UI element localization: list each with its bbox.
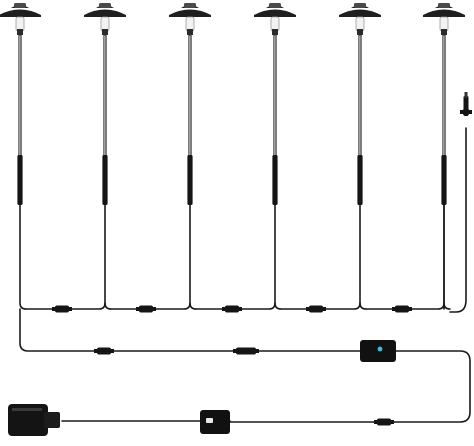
- stake-highlight: [189, 36, 191, 156]
- lamp-cap-knob: [438, 3, 450, 8]
- lamp-cap: [254, 9, 296, 17]
- extension-plug-body: [463, 96, 469, 116]
- stake-sleeve: [187, 155, 193, 205]
- chain-connector: [306, 305, 326, 313]
- lamp-cap-knob: [99, 3, 111, 8]
- lamp-cap-knob: [184, 3, 196, 8]
- led-bulb: [15, 16, 25, 32]
- power-adapter: [8, 404, 60, 436]
- control-button-icon: [206, 418, 213, 423]
- adapter-body: [8, 404, 48, 436]
- chain-cable: [110, 302, 191, 310]
- bulb-base: [17, 29, 23, 35]
- main-connector: [94, 347, 114, 355]
- chain-cable: [25, 302, 106, 310]
- lamp-lead-cable: [189, 204, 197, 310]
- lamp-lead-cable: [104, 204, 112, 310]
- lamp-lead-cable: [443, 204, 451, 310]
- lamp-cap: [169, 9, 211, 17]
- bulb-base: [187, 29, 193, 35]
- lamp-lead-cable: [359, 204, 367, 310]
- cable-network: [19, 127, 471, 423]
- bottom-connector: [374, 418, 394, 426]
- bulb-base: [441, 29, 447, 35]
- control-box-body: [200, 410, 230, 434]
- bulb-base: [272, 29, 278, 35]
- stake-highlight: [443, 36, 445, 156]
- lamp-cap-knob: [354, 3, 366, 8]
- bulb-base: [357, 29, 363, 35]
- stake-sleeve: [357, 155, 363, 205]
- led-bulb: [355, 16, 365, 32]
- extension-cable: [449, 127, 467, 313]
- stake-highlight: [19, 36, 21, 156]
- led-bulb: [185, 16, 195, 32]
- led-bulb: [100, 16, 110, 32]
- lamp-cap: [0, 9, 41, 17]
- stake-highlight: [104, 36, 106, 156]
- led-bulb: [439, 16, 449, 32]
- receiver-body: [360, 340, 396, 362]
- extension-plug-tip: [464, 92, 468, 98]
- lamp-lead-cable: [19, 204, 27, 310]
- path-light: [339, 3, 381, 205]
- lamp-cap-knob: [14, 3, 26, 8]
- lamp-cap: [84, 9, 126, 17]
- lamp-lead-cable: [274, 204, 282, 310]
- lamp-cap: [339, 9, 381, 17]
- adapter-highlight: [12, 408, 42, 411]
- receiver-led-icon: [377, 346, 383, 352]
- stake-highlight: [359, 36, 361, 156]
- path-light: [0, 3, 41, 205]
- stake-sleeve: [17, 155, 23, 205]
- main-connector: [233, 347, 259, 355]
- chain-cable: [195, 302, 276, 310]
- lamp-cap: [423, 9, 465, 17]
- path-light: [423, 3, 465, 205]
- adapter-plug: [44, 412, 60, 428]
- receiver-output-cable: [229, 350, 471, 423]
- path-light: [169, 3, 211, 205]
- chain-connector: [392, 305, 412, 313]
- stake-sleeve: [272, 155, 278, 205]
- remote-receiver: [360, 340, 396, 362]
- chain-connector: [136, 305, 156, 313]
- stake-sleeve: [441, 155, 447, 205]
- stake-highlight: [274, 36, 276, 156]
- chain-connector: [222, 305, 242, 313]
- lamp-cap-knob: [269, 3, 281, 8]
- control-box: [200, 410, 230, 434]
- path-lights: [0, 3, 465, 205]
- bulb-base: [102, 29, 108, 35]
- led-bulb: [270, 16, 280, 32]
- main-cable: [19, 308, 363, 352]
- devices: [8, 340, 396, 436]
- stake-sleeve: [102, 155, 108, 205]
- path-light: [84, 3, 126, 205]
- chain-connector: [52, 305, 72, 313]
- path-light: [254, 3, 296, 205]
- connectors: [52, 92, 472, 426]
- chain-cable: [280, 302, 361, 310]
